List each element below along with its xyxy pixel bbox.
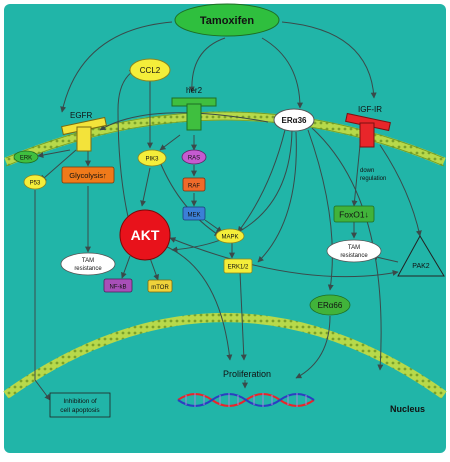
tam-resistance-right-line2: resistance [340, 253, 368, 259]
erk-node [13, 150, 39, 164]
arrow-egfr-erk [37, 149, 71, 158]
arrow-pik3-mapk [159, 161, 221, 237]
arrow-era66-dna [295, 315, 331, 379]
nfkb-node [103, 278, 133, 293]
pik3-node [137, 149, 167, 167]
mapk-node [215, 228, 245, 244]
nfkb-label: NF-kB [110, 285, 127, 291]
arrow-her2-pik3 [159, 134, 181, 151]
arrow-mek-mapk [204, 219, 223, 233]
ccl2-label: CCL2 [140, 66, 161, 75]
nucleus-membrane [3, 313, 447, 399]
era66-label: ERα66 [318, 301, 343, 310]
arrow-era36-long [311, 127, 384, 371]
glycolysis-label: Glycolysis↑ [69, 171, 107, 180]
down-regulation-line2: regulation [360, 176, 386, 182]
arrow-tamoxifen-her2 [188, 37, 226, 93]
foxo1-node [333, 205, 375, 223]
erk12-node [223, 258, 253, 274]
pak2-node [397, 234, 445, 277]
ras-label: RAS [188, 156, 200, 162]
foxo1-label: FoxO1↓ [339, 210, 369, 220]
mtor-label: mTOR [151, 285, 169, 291]
arrow-egfr-p53 [41, 149, 77, 182]
nucleus-label: Nucleus [390, 404, 425, 414]
background-panel [4, 4, 446, 453]
arrow-akt-pak2 [169, 237, 399, 278]
arrow-p53-inhibition [34, 190, 51, 401]
igf-ir-receptor [345, 112, 391, 148]
akt-label: AKT [131, 227, 160, 243]
erk-label: ERK [20, 156, 32, 162]
arrow-tamoxifen-egfr [60, 21, 173, 113]
egfr-label: EGFR [70, 111, 92, 120]
tam-resistance-right-line1: TAM [348, 245, 360, 251]
arrow-era36-mapk [237, 129, 286, 233]
tamoxifen-label: Tamoxifen [200, 15, 254, 27]
arrow-igfir-pak2 [379, 144, 422, 237]
arrow-pik3-akt [140, 167, 151, 207]
era66-node [309, 294, 351, 316]
arrow-akt-nfkb [121, 255, 131, 279]
era36-label: ERα36 [282, 116, 307, 125]
tam-resistance-right [326, 239, 382, 263]
arrow-tamoxifen-era36 [261, 37, 303, 109]
dna-helix [177, 393, 315, 407]
her2-receptor [171, 97, 217, 131]
p53-label: P53 [30, 181, 41, 187]
tam-resistance-left-line2: resistance [74, 266, 102, 272]
down-regulation-line1: down [360, 168, 374, 174]
mek-node [182, 206, 206, 221]
tamoxifen-node [174, 3, 280, 37]
arrow-akt-mtor [149, 257, 159, 281]
tam-resistance-left-line1: TAM [82, 258, 94, 264]
cell-membrane-edge-bottom [5, 119, 445, 167]
raf-label: RAF [188, 184, 200, 190]
cell-membrane [4, 111, 446, 167]
her2-label: her2 [186, 86, 203, 95]
era36-node [273, 108, 315, 132]
p53-node [23, 174, 47, 190]
akt-node [119, 209, 171, 261]
erk12-label: ERK1/2 [228, 265, 249, 271]
egfr-receptor [61, 116, 107, 152]
tam-resistance-left [60, 252, 116, 276]
inhibition-line2: cell apoptosis [60, 407, 100, 414]
arrow-igfir-foxo [351, 144, 361, 207]
proliferation-label: Proliferation [223, 369, 271, 379]
pak2-label: PAK2 [412, 263, 429, 270]
arrow-erk12-proliferation [239, 271, 247, 361]
mek-label: MEK [187, 213, 200, 219]
igf-ir-label: IGF-IR [358, 105, 382, 114]
raf-node [182, 177, 206, 192]
ccl2-node [129, 58, 171, 82]
cell-membrane-edge-top [5, 111, 445, 159]
pik3-label: PIK3 [145, 157, 159, 163]
inhibition-box [49, 392, 111, 418]
arrow-tamoxifen-igfir [281, 21, 377, 99]
inhibition-line1: Inhibition of [63, 398, 96, 405]
arrow-era36-egfr [99, 112, 269, 131]
glycolysis-node [61, 166, 115, 184]
mapk-label: MAPK [221, 235, 238, 241]
ras-node [181, 149, 207, 165]
mtor-node [147, 279, 173, 293]
